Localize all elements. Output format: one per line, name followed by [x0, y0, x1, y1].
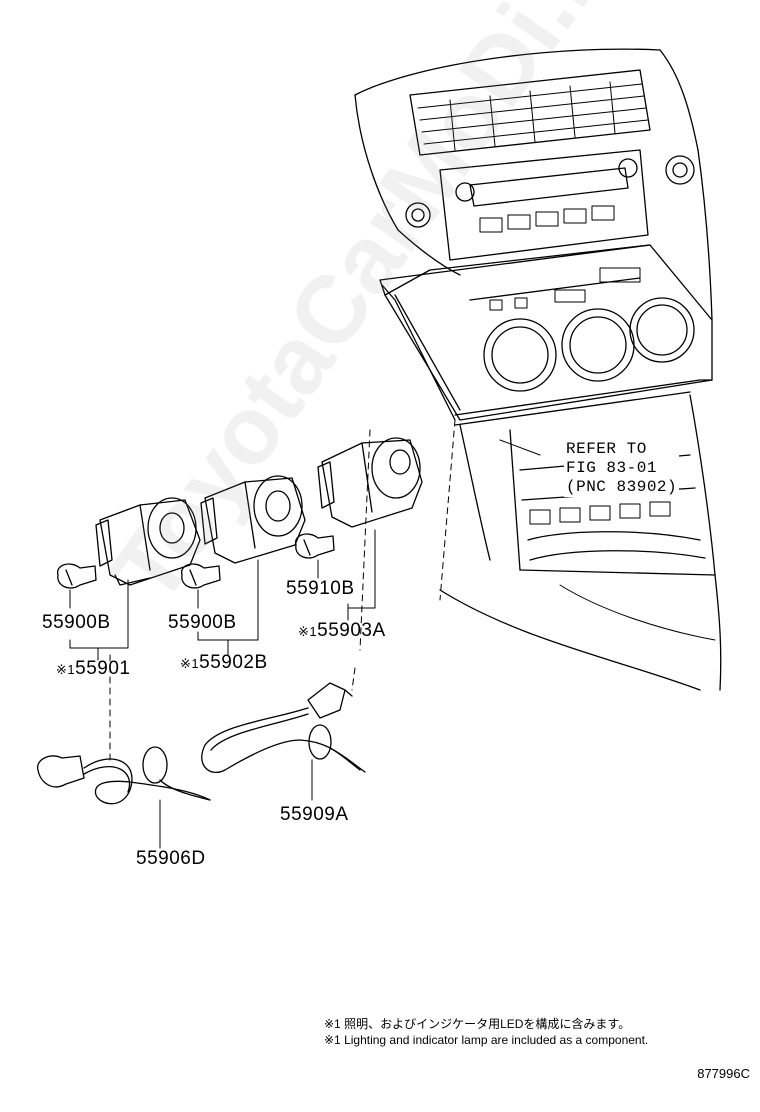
label-55909A: 55909A — [280, 804, 349, 825]
reference-line-2: FIG 83-01 — [566, 459, 657, 477]
figure-number: 877996C — [697, 1066, 750, 1081]
leader-dashed-right — [351, 667, 356, 691]
note-mark: ※1 — [56, 662, 76, 677]
label-55901: ※155901 — [56, 658, 130, 681]
harness-55906D-drawing — [37, 746, 211, 805]
label-55906D: 55906D — [136, 848, 206, 869]
reference-note: REFER TO FIG 83-01 (PNC 83902) — [564, 440, 680, 497]
label-55902B: ※155902B — [180, 652, 268, 675]
callout-lines — [69, 439, 541, 849]
label-55900B-mid: 55900B — [168, 612, 237, 633]
switch-55902B-drawing — [200, 475, 306, 564]
footnotes: ※1 照明、およびインジケータ用LEDを構成に含みます。 ※1 Lighting… — [324, 1016, 648, 1048]
note-mark: ※1 — [298, 624, 318, 639]
switch-55903A-drawing — [317, 437, 423, 528]
label-55910B: 55910B — [286, 578, 355, 599]
label-55903A-number: 55903A — [317, 620, 386, 641]
center-console-drawing — [354, 48, 722, 691]
label-55903A: ※155903A — [298, 620, 386, 643]
reference-line-1: REFER TO — [566, 440, 647, 458]
label-55901-number: 55901 — [75, 658, 131, 679]
label-55902B-number: 55902B — [199, 652, 268, 673]
switch-55901-drawing — [95, 497, 201, 586]
bulb-55910B-drawing — [295, 533, 335, 559]
note-mark: ※1 — [180, 656, 200, 671]
label-55900B-left: 55900B — [42, 612, 111, 633]
footnote-jp: ※1 照明、およびインジケータ用LEDを構成に含みます。 — [324, 1017, 631, 1031]
footnote-en: ※1 Lighting and indicator lamp are inclu… — [324, 1033, 649, 1047]
bulb-55900B-mid-drawing — [181, 563, 221, 589]
bulb-55900B-left-drawing — [57, 563, 97, 589]
reference-line-3: (PNC 83902) — [566, 478, 678, 496]
harness-55909A-drawing — [201, 682, 366, 773]
